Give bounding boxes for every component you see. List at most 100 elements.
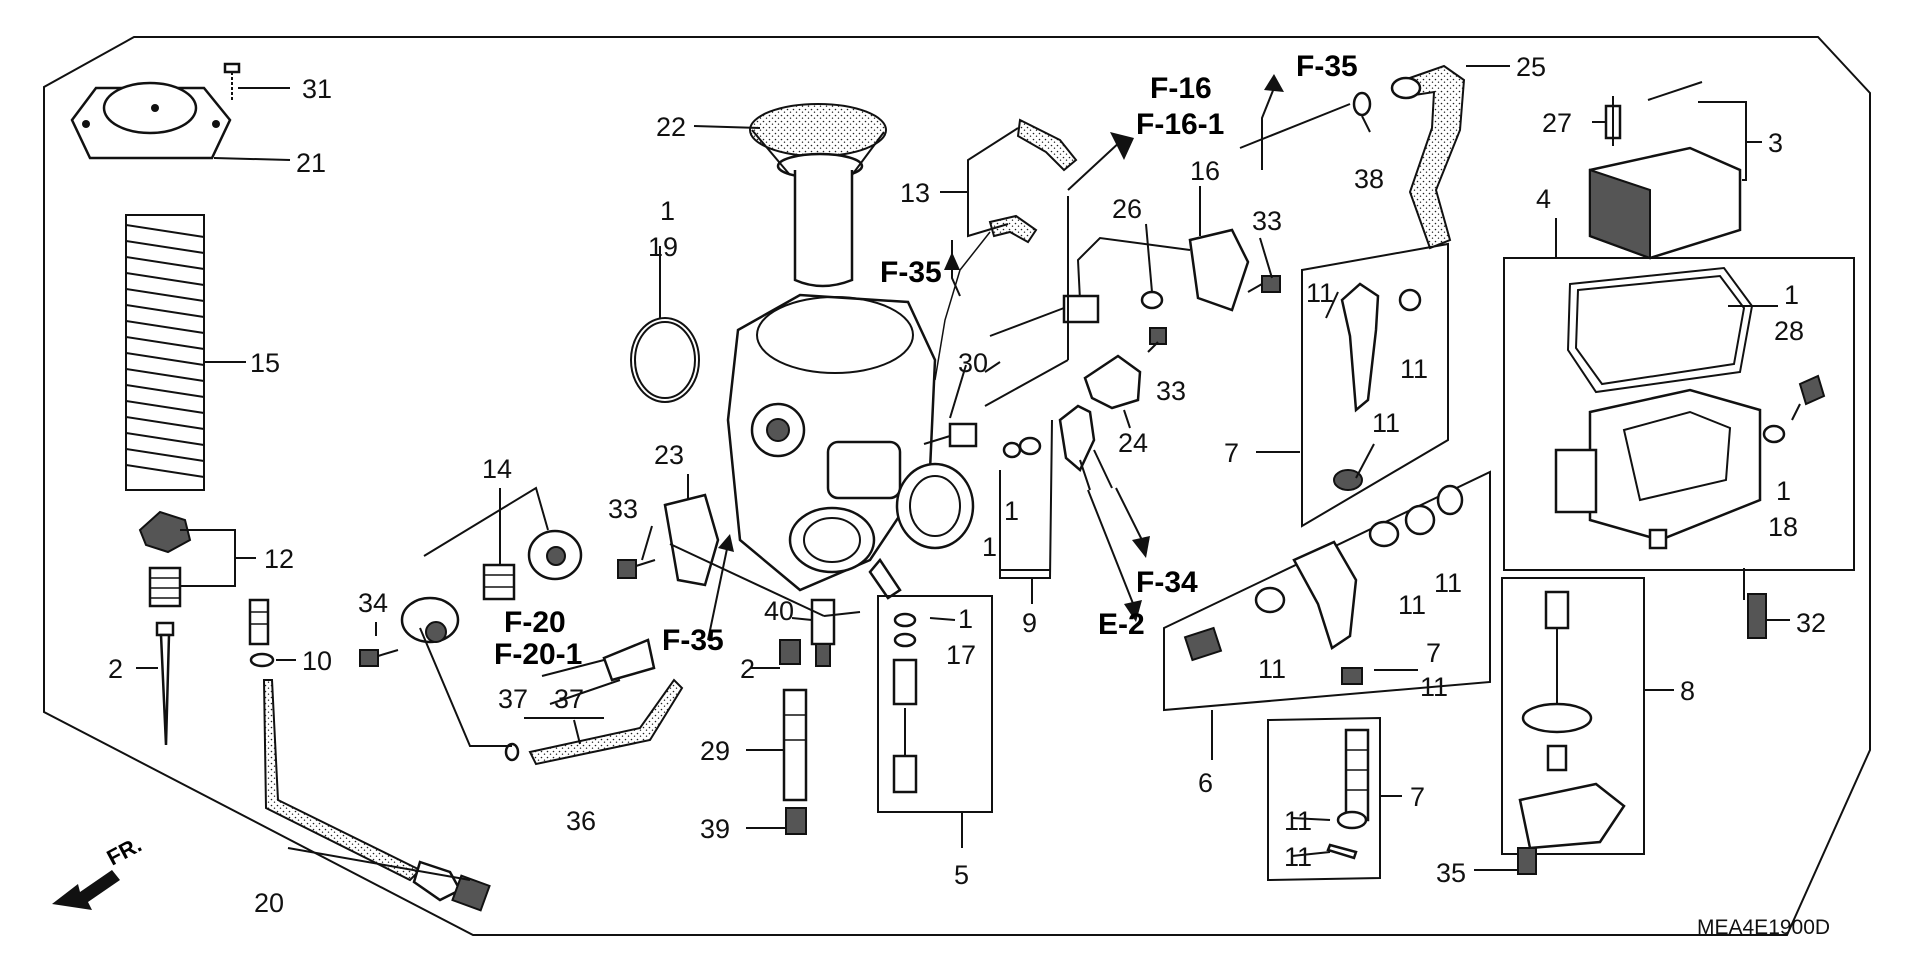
label-33c: 33 xyxy=(1156,376,1186,406)
part-30-screw xyxy=(923,422,978,448)
label-11i: 11 xyxy=(1284,842,1312,872)
ref-f20: F-20 xyxy=(504,606,566,639)
part-37-clip xyxy=(504,742,520,762)
label-26: 26 xyxy=(1112,194,1142,224)
label-11h: 11 xyxy=(1284,806,1312,836)
part-15-spring xyxy=(125,214,205,491)
ref-f34: F-34 xyxy=(1136,566,1198,599)
label-28: 28 xyxy=(1774,316,1804,346)
label-11c: 11 xyxy=(1372,408,1400,438)
label-37b: 37 xyxy=(554,684,584,714)
label-32: 32 xyxy=(1796,608,1826,638)
part-31-screw xyxy=(223,62,241,100)
label-5: 5 xyxy=(954,860,969,890)
part-choke-housing xyxy=(400,596,460,644)
part-23-bracket xyxy=(663,493,720,587)
part-2-jet-needle xyxy=(155,621,175,746)
label-10: 10 xyxy=(302,646,332,676)
label-1e: 1 xyxy=(1784,280,1799,310)
front-label: FR. xyxy=(103,832,146,871)
label-6: 6 xyxy=(1198,768,1213,798)
label-15: 15 xyxy=(250,348,280,378)
label-24: 24 xyxy=(1118,428,1148,458)
part-26-washer xyxy=(1140,290,1164,310)
label-8: 8 xyxy=(1680,676,1695,706)
part-4-float-chamber-box xyxy=(1503,257,1855,571)
label-13: 13 xyxy=(900,178,930,208)
ref-f35-mid: F-35 xyxy=(880,256,942,289)
label-1b: 1 xyxy=(958,604,973,634)
part-32-drain-screw xyxy=(1747,593,1767,639)
label-11g: 11 xyxy=(1420,672,1448,702)
label-11f: 11 xyxy=(1258,654,1286,684)
part-24-bracket xyxy=(1083,354,1142,410)
label-9: 9 xyxy=(1022,608,1037,638)
part-29-needle-jet xyxy=(782,688,808,802)
part-25-fuel-hose xyxy=(1390,64,1466,250)
label-22: 22 xyxy=(656,112,686,142)
ref-f35-top: F-35 xyxy=(1296,50,1358,83)
label-38: 38 xyxy=(1354,164,1384,194)
label-25: 25 xyxy=(1516,52,1546,82)
part-float-chamber xyxy=(1554,388,1762,550)
part-34-screw xyxy=(359,649,399,667)
part-7c-spring-box xyxy=(1267,716,1381,882)
label-29: 29 xyxy=(700,736,730,766)
part-numbers: 31 21 15 12 2 10 20 34 14 37 37 36 22 1 … xyxy=(108,52,1826,918)
part-8-accel-pump-box xyxy=(1501,577,1645,855)
part-2b-jet xyxy=(779,639,801,665)
label-11d: 11 xyxy=(1434,568,1462,598)
label-33b: 33 xyxy=(1252,206,1282,236)
part-35-screw xyxy=(1517,847,1537,875)
part-5-pilot-screw-box xyxy=(877,595,993,813)
part-7a-lever-box xyxy=(1301,242,1449,528)
label-2b: 2 xyxy=(740,654,755,684)
label-1d: 1 xyxy=(982,532,997,562)
leader-lines xyxy=(136,65,1790,881)
part-22-diaphragm xyxy=(749,103,887,288)
front-arrow-icon: FR. xyxy=(52,832,146,910)
label-1f: 1 xyxy=(1776,476,1791,506)
label-18: 18 xyxy=(1768,512,1798,542)
part-36-vacuum-hose xyxy=(528,638,684,766)
part-33b-screw xyxy=(1247,275,1281,293)
ref-f16-1: F-16-1 xyxy=(1136,108,1224,141)
part-40-jet xyxy=(810,598,836,667)
label-31: 31 xyxy=(302,74,332,104)
diagram-code: MEA4E1900D xyxy=(1697,916,1830,939)
part-28-gasket xyxy=(1566,266,1754,394)
label-17: 17 xyxy=(946,640,976,670)
label-21: 21 xyxy=(296,148,326,178)
part-9-throttle-link xyxy=(1002,404,1113,491)
part-3-float xyxy=(1588,81,1742,260)
part-39-main-jet xyxy=(785,807,807,835)
ref-f16: F-16 xyxy=(1150,72,1212,105)
label-37a: 37 xyxy=(498,684,528,714)
label-7a: 7 xyxy=(1224,438,1239,468)
label-1a: 1 xyxy=(660,196,675,226)
label-23: 23 xyxy=(654,440,684,470)
part-19-o-ring xyxy=(630,317,700,403)
label-12: 12 xyxy=(264,544,294,574)
part-33c-screw xyxy=(1149,327,1167,345)
label-7b: 7 xyxy=(1426,638,1441,668)
part-6-throttle-box xyxy=(1163,470,1491,712)
label-7c: 7 xyxy=(1410,782,1425,812)
label-36: 36 xyxy=(566,806,596,836)
label-11e: 11 xyxy=(1398,590,1426,620)
ref-f20-1: F-20-1 xyxy=(494,638,582,671)
label-34: 34 xyxy=(358,588,388,618)
label-27: 27 xyxy=(1542,108,1572,138)
part-10-washer-spring xyxy=(248,598,275,668)
part-14-spring xyxy=(482,563,516,601)
label-40: 40 xyxy=(764,596,794,626)
label-20: 20 xyxy=(254,888,284,918)
part-diaphragm-small xyxy=(527,529,583,581)
label-11a: 11 xyxy=(1306,278,1334,308)
ref-e2: E-2 xyxy=(1098,608,1145,641)
label-3: 3 xyxy=(1768,128,1783,158)
label-39: 39 xyxy=(700,814,730,844)
label-16: 16 xyxy=(1190,156,1220,186)
